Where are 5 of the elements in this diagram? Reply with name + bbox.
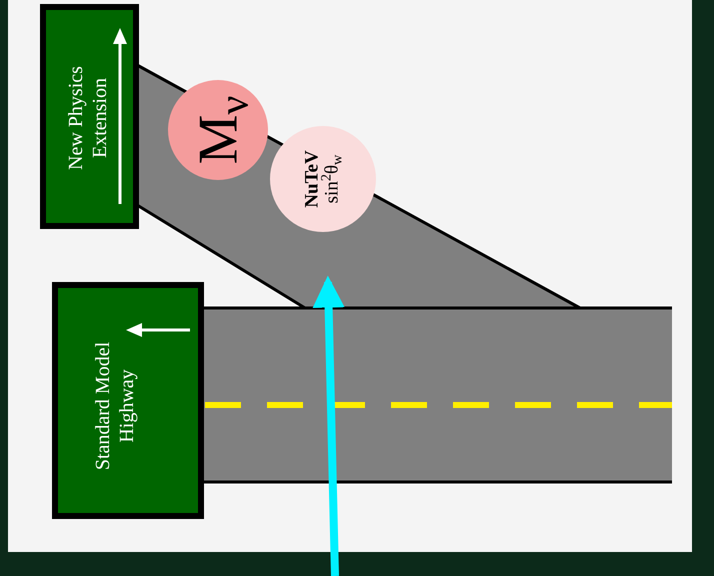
road-sign <box>52 282 204 519</box>
sign-text: New Physics Extension <box>64 65 112 172</box>
sign-text: Standard Model Highway <box>91 340 139 472</box>
road-sign <box>40 4 139 229</box>
pointer-arrow <box>312 276 345 576</box>
